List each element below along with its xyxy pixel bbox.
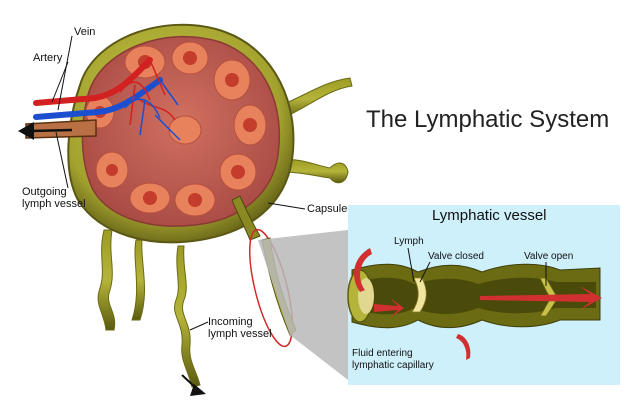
vessel-top-right bbox=[271, 77, 353, 121]
lymph-entry-arrow-icon bbox=[354, 248, 372, 292]
label-artery: Artery bbox=[33, 52, 63, 64]
capsule-vessel bbox=[231, 195, 261, 241]
capillaries bbox=[119, 59, 181, 141]
label-fluid-2: lymphatic capillary bbox=[352, 360, 434, 371]
outgoing-arrow-icon bbox=[18, 122, 34, 140]
vessel-right bbox=[283, 159, 349, 184]
label-valve-closed: Valve closed bbox=[428, 251, 484, 262]
zoom-funnel bbox=[258, 230, 348, 380]
label-incoming-2: lymph vessel bbox=[208, 328, 272, 340]
fluid-entry-arrow-icon bbox=[456, 334, 471, 360]
vessel-left-bottom bbox=[97, 229, 116, 331]
page-title: The Lymphatic System bbox=[366, 106, 610, 133]
outgoing-lymph-vessel bbox=[25, 119, 97, 139]
label-vein: Vein bbox=[74, 26, 96, 38]
label-outgoing-1: Outgoing bbox=[22, 186, 67, 198]
valve-closed bbox=[411, 277, 427, 313]
vein-vessel bbox=[33, 77, 163, 120]
label-lymph: Lymph bbox=[394, 236, 424, 247]
flow-arrows bbox=[354, 248, 602, 360]
label-incoming-1: Incoming bbox=[208, 316, 253, 328]
artery-vessel bbox=[33, 57, 153, 106]
flow-arrow-icon bbox=[480, 286, 602, 310]
label-valve-open: Valve open bbox=[524, 251, 574, 262]
panel-leader-lines bbox=[407, 247, 547, 286]
label-outgoing-2: lymph vessel bbox=[22, 198, 86, 210]
vessel-bottom-1 bbox=[131, 239, 145, 321]
incoming-lymph-vessel bbox=[174, 245, 201, 388]
label-capsule: Capsule bbox=[307, 203, 348, 215]
leader-lines bbox=[51, 35, 306, 331]
panel-title: Lymphatic vessel bbox=[432, 207, 547, 224]
label-fluid-1: Fluid entering bbox=[352, 348, 413, 359]
lymph-vessels bbox=[97, 77, 353, 388]
